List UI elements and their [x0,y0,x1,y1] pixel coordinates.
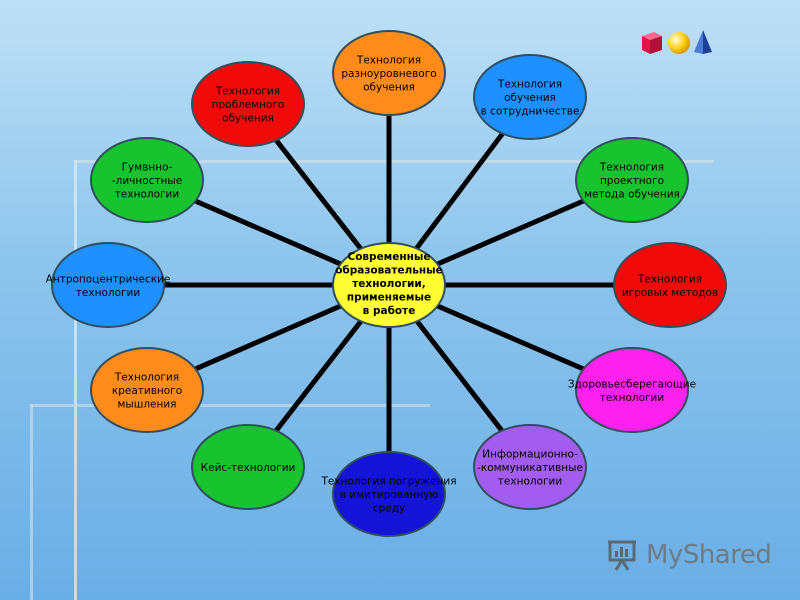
node-ellipse [473,424,587,510]
node-label: обучения [222,113,274,125]
decor-line-top [74,160,714,163]
node-label: креативного [112,385,182,397]
node-label: в имитированную [340,489,439,501]
node-ellipse [332,30,446,116]
center-label: образовательные [335,265,443,277]
node-ellipse [613,242,727,328]
node-label: Информационно- [482,449,578,461]
node-label: -коммуникативные [477,462,583,474]
node-label: проектного [600,175,664,187]
center-label: в работе [363,305,416,317]
node-ellipse [332,451,446,537]
node-ellipse [51,242,165,328]
node-label: Кейс-технологии [201,462,296,474]
node-label: игровых методов [622,287,718,299]
center-label: Современные [347,251,430,263]
node-label: -личностные [112,175,182,187]
node-label: Технология погружения [320,476,456,488]
shapes-decoration [642,30,712,54]
red-cube-icon [642,32,662,54]
node-ellipse [191,424,305,510]
center-ellipse [332,242,446,328]
node-label: обучения [504,92,556,104]
node-label: метода обучения [584,189,680,201]
myshared-logo: MyShared [606,536,776,576]
node-label: Технология [637,273,702,285]
node-label: Технология [497,79,562,91]
decor-line-left2 [30,404,33,600]
presentation-board-icon [608,540,636,571]
decor-line-mid [30,404,430,407]
node-label: Антропоцентрические [46,273,171,285]
center-label: применяемые [347,292,431,304]
node-label: технологии [115,189,179,201]
node-ellipse [575,347,689,433]
node-label: среду [373,503,405,515]
node-label: технологии [76,287,140,299]
node-label: проблемного [212,99,285,111]
node-ellipse [90,347,204,433]
node-ellipse [191,61,305,147]
node-label: Технология [114,372,179,384]
node-ellipse [575,137,689,223]
center-label: технологии, [352,278,426,290]
decor-line-left [74,160,77,600]
node-label: обучения [363,82,415,94]
node-ellipse [473,54,587,140]
node-label: разноуровневого [341,68,436,80]
technology-node: Кейс-технологии [191,424,305,510]
logo-text: MyShared [646,540,772,570]
node-label: Технология [599,162,664,174]
node-label: Технология [215,86,280,98]
node-ellipse [90,137,204,223]
node-label: технологии [498,476,562,488]
node-label: в сотрудничестве [481,106,580,118]
technology-node: Технология игровых методов [613,242,727,328]
yellow-sphere-icon [668,32,690,54]
blue-pyramid-icon [694,30,712,54]
technology-node: Антропоцентрические технологии [46,242,171,328]
technology-node: Здоровьесберегающие технологии [568,347,696,433]
node-label: мышления [118,399,177,411]
node-label: Здоровьесберегающие [568,378,696,390]
technology-node: Гумвнно--личностные технологии [90,137,204,223]
node-label: Гумвнно- [122,162,173,174]
node-label: технологии [600,392,664,404]
technology-node: Информационно--коммуникативные технологии [473,424,587,510]
node-label: Технология [356,55,421,67]
